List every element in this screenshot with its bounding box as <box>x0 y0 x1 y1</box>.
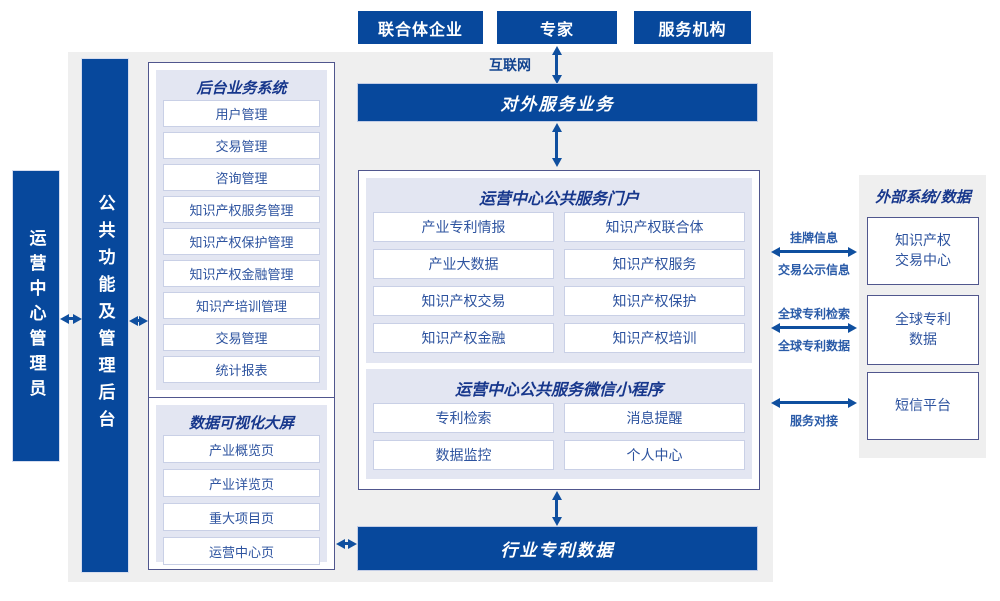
external-box-global-patent-data: 全球专利 数据 <box>867 295 979 365</box>
backend-item: 交易管理 <box>163 132 320 159</box>
center-services-box: 运营中心公共服务门户 产业专利情报 知识产权联合体 产业大数据 知识产权服务 知… <box>358 170 760 490</box>
backend-system-title: 后台业务系统 <box>196 78 287 97</box>
portal-title: 运营中心公共服务门户 <box>478 189 639 208</box>
external-service-bar-label: 对外服务业务 <box>500 95 615 115</box>
industry-data-bar-label: 行业专利数据 <box>500 541 615 561</box>
external-box-ip-trade-center: 知识产权 交易中心 <box>867 217 979 285</box>
portal-item: 知识产权金融 <box>373 323 554 353</box>
arrow-service-to-portal <box>555 131 558 159</box>
backend-item: 统计报表 <box>163 356 320 383</box>
arrow-backend-bar-to-system <box>137 319 140 322</box>
backend-item: 用户管理 <box>163 100 320 127</box>
dashboard-item: 运营中心页 <box>163 537 320 565</box>
external-box-line: 全球专利 <box>895 311 951 328</box>
dashboard-item: 重大项目页 <box>163 503 320 531</box>
link-label-service-docking: 服务对接 <box>789 414 838 428</box>
external-box-line: 数据 <box>909 332 937 348</box>
operator-admin-bar: 运营中心管理员 <box>13 171 59 461</box>
dashboard-item: 产业详览页 <box>163 469 320 497</box>
portal-item: 知识产权保护 <box>564 286 745 316</box>
miniprogram-item: 数据监控 <box>373 440 554 470</box>
link-label-trade-publicity: 交易公示信息 <box>777 263 850 277</box>
portal-panel: 运营中心公共服务门户 产业专利情报 知识产权联合体 产业大数据 知识产权服务 知… <box>366 178 752 363</box>
backend-item: 咨询管理 <box>163 164 320 191</box>
arrow-admin-to-backend-bar <box>68 317 74 320</box>
backend-item: 知识产权保护管理 <box>163 228 320 255</box>
external-systems-title: 外部系统/数据 <box>875 188 971 206</box>
external-box-sms-platform: 短信平台 <box>867 372 979 440</box>
backend-item: 知识产权服务管理 <box>163 196 320 223</box>
actor-label: 联合体企业 <box>377 19 463 39</box>
backend-system-panel: 后台业务系统 用户管理 交易管理 咨询管理 知识产权服务管理 知识产权保护管理 … <box>156 70 327 390</box>
miniprogram-panel: 运营中心公共服务微信小程序 专利检索 消息提醒 数据监控 个人中心 <box>366 369 752 479</box>
dashboard-items: 产业概览页 产业详览页 重大项目页 运营中心页 <box>163 435 320 565</box>
backend-system-items: 用户管理 交易管理 咨询管理 知识产权服务管理 知识产权保护管理 知识产权金融管… <box>163 100 320 383</box>
backend-item: 知识产培训管理 <box>163 292 320 319</box>
actor-service-agencies: 服务机构 <box>634 11 751 44</box>
arrow-internet-vertical <box>555 54 558 76</box>
link-label-global-patent-data: 全球专利数据 <box>777 339 850 353</box>
arrow-global-patent <box>779 326 849 329</box>
miniprogram-item: 专利检索 <box>373 403 554 433</box>
common-functions-label: 公共功能及管理后台 <box>94 194 115 437</box>
portal-item: 知识产权服务 <box>564 249 745 279</box>
actor-experts: 专家 <box>497 11 617 44</box>
arrow-sms-platform <box>779 401 849 404</box>
internet-label: 互联网 <box>489 58 531 74</box>
portal-item: 产业专利情报 <box>373 212 554 242</box>
common-functions-bar: 公共功能及管理后台 <box>82 59 128 572</box>
arrow-dashboard-to-industry-data <box>344 542 349 545</box>
arrow-center-to-industry-data <box>555 499 558 518</box>
link-label-listing-info: 挂牌信息 <box>789 231 838 245</box>
portal-item: 知识产权交易 <box>373 286 554 316</box>
backend-item: 交易管理 <box>163 324 320 351</box>
backend-item: 知识产权金融管理 <box>163 260 320 287</box>
industry-data-bar: 行业专利数据 <box>358 527 757 570</box>
actor-label: 服务机构 <box>658 19 727 39</box>
portal-item: 知识产权培训 <box>564 323 745 353</box>
dashboard-box: 数据可视化大屏 产业概览页 产业详览页 重大项目页 运营中心页 <box>148 397 335 570</box>
actor-label: 专家 <box>539 19 574 39</box>
portal-item: 产业大数据 <box>373 249 554 279</box>
miniprogram-item: 消息提醒 <box>564 403 745 433</box>
arrow-trade-center <box>779 250 849 253</box>
operator-admin-label: 运营中心管理员 <box>25 228 46 404</box>
external-box-line: 短信平台 <box>895 397 951 414</box>
dashboard-panel: 数据可视化大屏 产业概览页 产业详览页 重大项目页 运营中心页 <box>156 405 327 565</box>
external-box-line: 交易中心 <box>895 253 951 269</box>
dashboard-item: 产业概览页 <box>163 435 320 463</box>
portal-item: 知识产权联合体 <box>564 212 745 242</box>
backend-system-box: 后台业务系统 用户管理 交易管理 咨询管理 知识产权服务管理 知识产权保护管理 … <box>148 62 335 398</box>
miniprogram-item: 个人中心 <box>564 440 745 470</box>
miniprogram-items: 专利检索 消息提醒 数据监控 个人中心 <box>373 403 745 470</box>
external-box-line: 知识产权 <box>895 232 951 249</box>
portal-items: 产业专利情报 知识产权联合体 产业大数据 知识产权服务 知识产权交易 知识产权保… <box>373 212 745 353</box>
actor-consortium-enterprises: 联合体企业 <box>358 11 483 44</box>
dashboard-title: 数据可视化大屏 <box>188 413 294 432</box>
link-label-global-patent-search: 全球专利检索 <box>777 307 850 321</box>
external-service-bar: 对外服务业务 <box>358 84 757 121</box>
miniprogram-title: 运营中心公共服务微信小程序 <box>454 380 663 399</box>
